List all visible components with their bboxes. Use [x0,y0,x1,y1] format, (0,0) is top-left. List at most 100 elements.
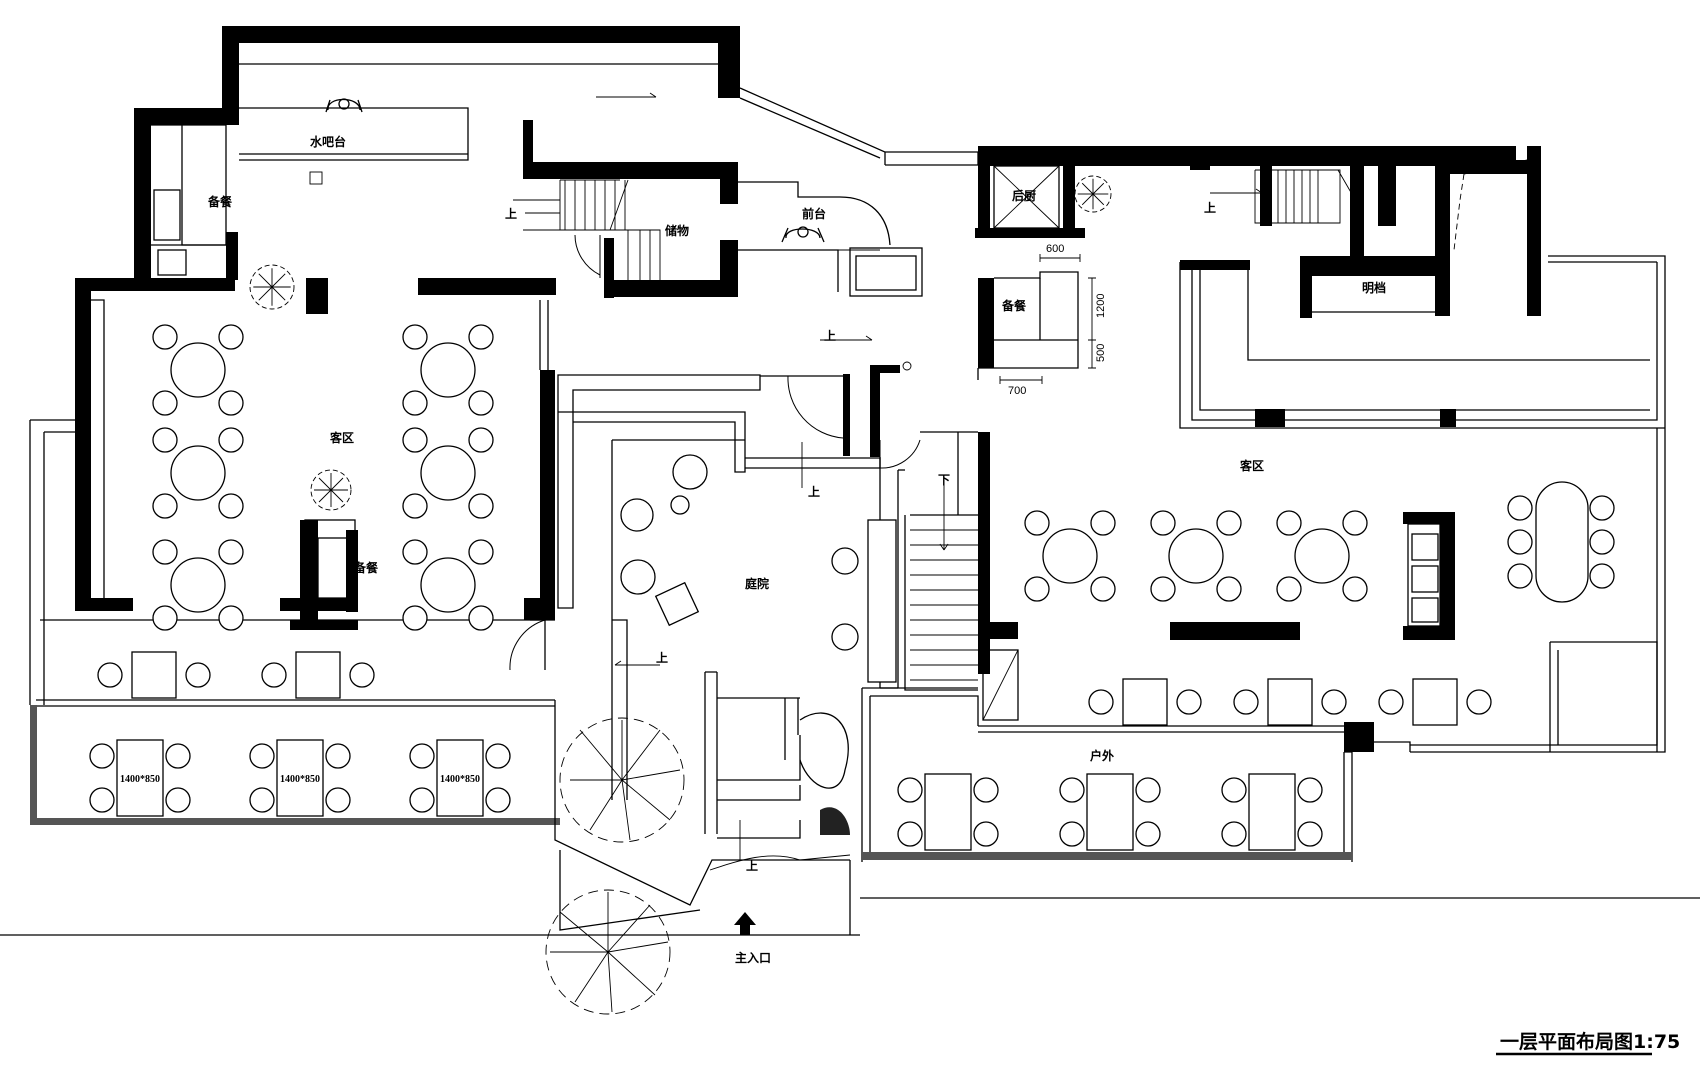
tree-branch [271,286,286,301]
tree-branch [1092,182,1105,195]
chair [1589,495,1615,521]
chair [1589,529,1615,555]
chair [485,743,511,769]
round-table-left-4 [402,324,494,416]
chair [165,743,191,769]
courtyard-stool [672,454,708,490]
oval-table-right [1507,481,1615,603]
round-table-top [170,445,226,501]
long-table-top [276,739,324,817]
chair [1297,777,1323,803]
chair [1150,510,1176,536]
prep-area-mid [977,254,1096,384]
tree-branch [1081,193,1094,206]
chair [89,787,115,813]
label-up-3: 上 [824,328,836,343]
round-table-left-3 [152,539,244,631]
tree-small-2 [310,469,352,511]
chair [249,787,275,813]
square-table-top [1412,678,1458,726]
round-table-top [1042,528,1098,584]
chair [97,662,123,688]
chair [1090,576,1116,602]
chair [349,662,375,688]
sideboard-right [1403,512,1455,640]
courtyard-stool [831,547,859,575]
trees-layer [249,175,1112,511]
chair [1342,576,1368,602]
dim-1200: 1200 [1095,294,1107,318]
walls-right-wing [860,146,1700,899]
chair [468,493,494,519]
tree-branch [330,489,344,503]
chair [1221,821,1247,847]
round-table-right-1 [1024,510,1116,602]
chair [1090,510,1116,536]
tree-branch [258,273,273,288]
chair [152,390,178,416]
table-size-label: 1400*850 [280,774,320,785]
tree-large-entrance-1 [559,717,685,843]
tree-canopy [1074,175,1112,213]
chair [249,743,275,769]
prep-area-left [137,124,227,276]
chair [1507,563,1533,589]
label-prep-center: 备餐 [353,560,379,575]
round-table-top [170,557,226,613]
chair [152,493,178,519]
stairs-central [904,431,1018,691]
chair [402,605,428,631]
long-table-outdoor-1 [897,773,999,851]
chair [218,493,244,519]
dimension-labels: 600 1200 500 700 [1008,243,1107,397]
round-table-left-6 [402,539,494,631]
square-table-top [1122,678,1168,726]
tree-small-3 [1074,175,1112,213]
chair [1233,689,1259,715]
walls-connector [739,87,979,166]
square-table-top [295,651,341,699]
tree-canopy [310,469,352,511]
tree-branch [318,489,332,503]
chair [218,390,244,416]
tree-small-1 [249,264,295,310]
tree-branch [258,286,273,301]
chair [1507,495,1533,521]
chair [1176,689,1202,715]
tree-branch [330,477,344,491]
tree-branch [1081,182,1094,195]
chair [152,427,178,453]
chair [1216,576,1242,602]
chair [325,743,351,769]
tree-branch [271,273,286,288]
dim-700: 700 [1008,385,1026,397]
chair [468,427,494,453]
label-prep-left: 备餐 [207,194,233,209]
round-table-left-1 [152,324,244,416]
long-table-outdoor-2 [1059,773,1161,851]
chair [402,427,428,453]
chair [89,743,115,769]
tree-large-entrance-2 [545,889,671,1015]
courtyard-armchair [654,581,700,627]
chair [1088,689,1114,715]
square-table-left-2 [261,651,375,699]
chair [468,324,494,350]
chair [468,390,494,416]
stairs-upper-right [1210,169,1361,224]
tree-branch [318,477,332,491]
long-table-top [924,773,972,851]
square-table-top [131,651,177,699]
chair [1378,689,1404,715]
square-table-right-1 [1088,678,1202,726]
chair [218,324,244,350]
long-table-outdoor-3 [1221,773,1323,851]
long-table-strip-2: 1400*850 [249,739,351,817]
chair [402,390,428,416]
chair [152,605,178,631]
chair [1342,510,1368,536]
chair [1059,777,1085,803]
label-storage: 储物 [665,223,689,238]
chair [185,662,211,688]
